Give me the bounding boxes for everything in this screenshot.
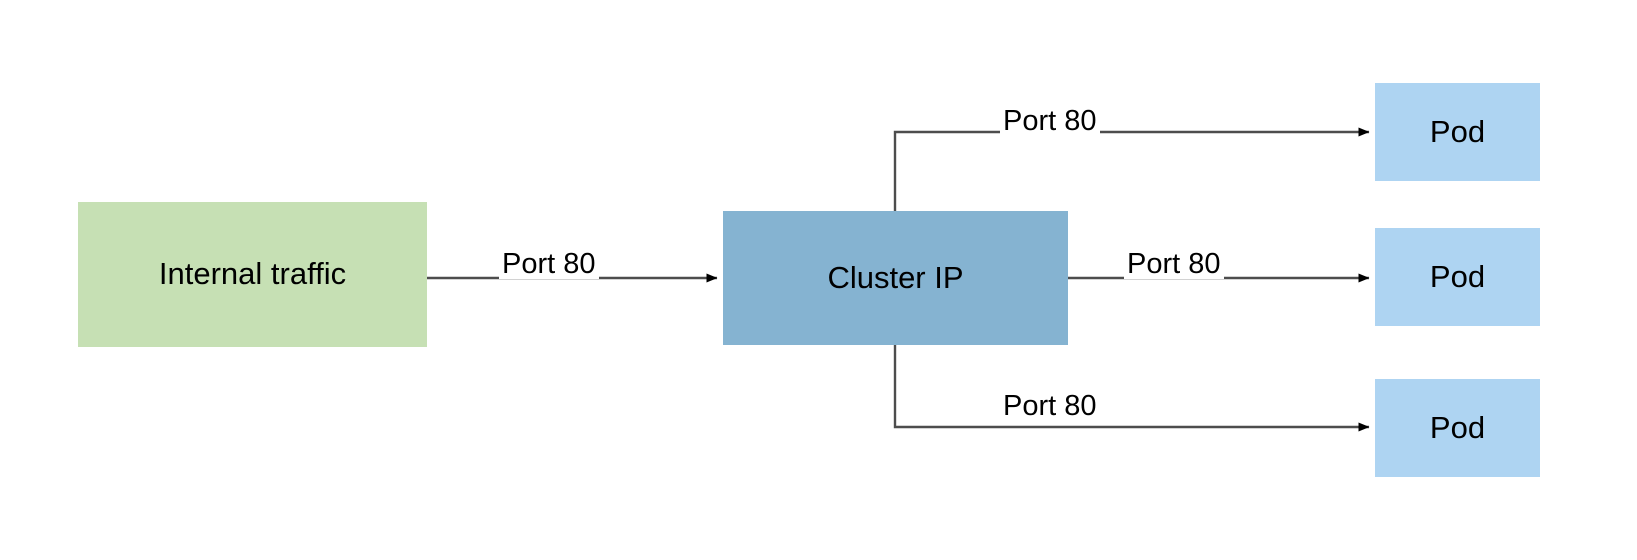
node-pod-1-label: Pod: [1429, 113, 1486, 149]
node-cluster-ip-label: Cluster IP: [827, 259, 964, 295]
edge-label-internal-traffic-to-cluster-ip: Port 80: [499, 250, 599, 279]
node-pod-2[interactable]: Pod: [1375, 228, 1540, 326]
connector-cluster-ip-to-pod-1: [893, 127, 1370, 211]
node-pod-1[interactable]: Pod: [1375, 83, 1540, 181]
connector-cluster-ip-to-pod-3: [893, 345, 1370, 432]
edge-label-cluster-ip-to-pod-1: Port 80: [1000, 107, 1100, 136]
edge-label-cluster-ip-to-pod-3: Port 80: [1000, 392, 1100, 421]
node-pod-3-label: Pod: [1429, 409, 1486, 445]
node-internal-traffic-label: Internal traffic: [158, 256, 347, 292]
node-cluster-ip[interactable]: Cluster IP: [723, 211, 1068, 345]
node-pod-2-label: Pod: [1429, 258, 1486, 294]
node-internal-traffic[interactable]: Internal traffic: [78, 202, 427, 347]
edge-label-cluster-ip-to-pod-2: Port 80: [1124, 250, 1224, 279]
node-pod-3[interactable]: Pod: [1375, 379, 1540, 477]
